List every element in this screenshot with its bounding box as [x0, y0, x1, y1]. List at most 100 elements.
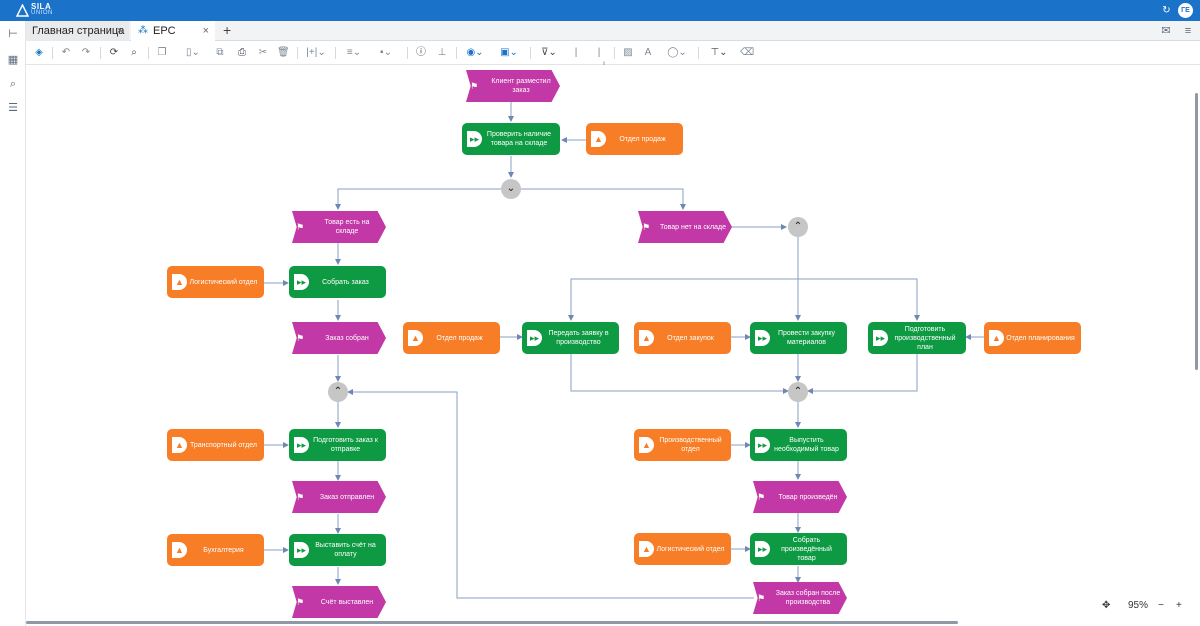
align-icon[interactable]: ≡⌄ [346, 47, 362, 58]
format-painter-icon[interactable]: ⊤⌄ [710, 47, 728, 58]
logo-mark-icon [16, 4, 29, 17]
event-flag-icon: ⚑ [756, 593, 766, 603]
function-issue-invoice[interactable]: ▸▸ Выставить счёт на оплату [289, 534, 386, 566]
org-accounting[interactable]: ▲ Бухгалтерия [167, 534, 264, 566]
tab-epc[interactable]: ⁂ EPC × [131, 21, 215, 41]
function-production-plan[interactable]: ▸▸ Подготовить производственный план [868, 322, 966, 354]
org-sales-dept-2[interactable]: ▲ Отдел продаж [403, 322, 500, 354]
org-purchasing-dept[interactable]: ▲ Отдел закупок [634, 322, 731, 354]
user-avatar[interactable]: ГЕ [1178, 3, 1193, 18]
hierarchy-icon[interactable]: ⊢ [8, 28, 18, 40]
event-order-shipped[interactable]: ⚑ Заказ отправлен [292, 481, 386, 513]
event-collected-after-production[interactable]: ⚑ Заказ собран после производства [753, 582, 847, 614]
org-unit-icon: ▲ [591, 131, 606, 147]
function-collect-order[interactable]: ▸▸ Собрать заказ [289, 266, 386, 298]
settings-sliders-icon[interactable]: ≡ [1184, 25, 1192, 37]
event-client-ordered[interactable]: ⚑ Клиент разместил заказ [466, 70, 560, 102]
tab-bar: Главная страница × ⁂ EPC × + ✉ ≡ [26, 21, 1200, 41]
function-play-icon: ▸▸ [873, 330, 888, 346]
fit-view-icon[interactable]: ✥ [1102, 600, 1111, 611]
function-collect-produced[interactable]: ▸▸ Собрать произведённый товар [750, 533, 847, 565]
diagram-canvas[interactable]: ⚑ Клиент разместил заказ ▸▸ Проверить на… [26, 65, 1200, 626]
zoom-in-button[interactable]: + [1176, 600, 1182, 611]
undo-icon[interactable]: ↶ [61, 47, 71, 58]
connectors [264, 102, 984, 599]
sila-union-logo[interactable]: SILA UNION [16, 2, 76, 19]
event-order-collected[interactable]: ⚑ Заказ собран [292, 322, 386, 354]
org-planning-dept[interactable]: ▲ Отдел планирования [984, 322, 1081, 354]
and-join-gateway-left[interactable]: ⌃ [328, 382, 348, 402]
sync-icon[interactable]: ⟳ [109, 47, 119, 58]
org-unit-icon: ▲ [639, 437, 654, 453]
objects-icon[interactable]: ▦ [7, 54, 19, 66]
save-icon[interactable]: ◈ [35, 47, 43, 58]
copy-icon[interactable]: ❐ [157, 47, 167, 58]
event-in-stock[interactable]: ⚑ Товар есть на складе [292, 211, 386, 243]
xor-split-gateway[interactable]: ⌄ [501, 179, 521, 199]
event-flag-icon: ⚑ [295, 222, 305, 232]
zoom-search-icon[interactable]: ⌕ [131, 47, 137, 58]
tab-home[interactable]: Главная страница × [26, 21, 129, 41]
org-logistics-dept[interactable]: ▲ Логистический отдел [167, 266, 264, 298]
align-left-icon[interactable]: |← [571, 47, 581, 72]
org-unit-icon: ▲ [989, 330, 1004, 346]
paste-icon[interactable]: ▯⌄ [186, 47, 200, 58]
org-production-dept[interactable]: ▲ Производственный отдел [634, 429, 731, 461]
event-flag-icon: ⚑ [295, 492, 305, 502]
org-unit-icon: ▲ [408, 330, 423, 346]
org-unit-icon: ▲ [172, 542, 187, 558]
function-play-icon: ▸▸ [755, 437, 770, 453]
search-icon[interactable]: ⌕ [9, 78, 17, 90]
close-icon[interactable]: × [116, 25, 123, 37]
toolbar: ◈ ↶ ↷ ⟳ ⌕ ❐ ▯⌄ ⧉ ⎙ ✂ 🗑 |+|⌄ ≡⌄ ▪⌄ ⓘ ⊥ ◉⌄… [26, 41, 1200, 72]
function-play-icon: ▸▸ [294, 437, 309, 453]
function-play-icon: ▸▸ [527, 330, 542, 346]
info-icon[interactable]: ⓘ [416, 47, 426, 58]
delete-icon[interactable]: 🗑 [277, 47, 290, 58]
function-play-icon: ▸▸ [294, 542, 309, 558]
eraser-icon[interactable]: ⌫ [740, 47, 755, 58]
arrange-icon[interactable]: ▪⌄ [380, 47, 392, 58]
zoom-out-button[interactable]: − [1158, 600, 1164, 611]
distribute-icon[interactable]: |+|⌄ [306, 47, 326, 58]
event-goods-produced[interactable]: ⚑ Товар произведён [753, 481, 847, 513]
zoom-controls: ✥ 95% − + [1096, 595, 1192, 617]
close-icon[interactable]: × [202, 25, 209, 37]
event-out-of-stock[interactable]: ⚑ Товар нет на складе [638, 211, 732, 243]
function-purchase-materials[interactable]: ▸▸ Провести закупку материалов [750, 322, 847, 354]
tree-icon[interactable]: ⊥ [437, 47, 447, 58]
function-prepare-shipment[interactable]: ▸▸ Подготовить заказ к отправке [289, 429, 386, 461]
filter-settings-icon[interactable]: ☰ [8, 102, 18, 114]
logo-subtext: UNION [31, 10, 53, 16]
print-icon[interactable]: ⎙ [238, 47, 246, 58]
function-pass-to-production[interactable]: ▸▸ Передать заявку в производство [522, 322, 619, 354]
and-join-gateway-right[interactable]: ⌃ [788, 382, 808, 402]
and-split-gateway[interactable]: ⌃ [788, 217, 808, 237]
event-flag-icon: ⚑ [756, 492, 766, 502]
export-icon[interactable]: ▣⌄ [500, 47, 518, 58]
add-tab-icon[interactable]: + [223, 22, 232, 38]
text-box-icon[interactable]: A [644, 47, 652, 58]
redo-icon[interactable]: ↷ [81, 47, 91, 58]
vertical-scrollbar[interactable] [1195, 93, 1198, 370]
filter-icon[interactable]: ⊽⌄ [541, 47, 557, 58]
org-unit-icon: ▲ [639, 541, 654, 557]
duplicate-icon[interactable]: ⧉ [216, 47, 224, 58]
org-logistics-dept-2[interactable]: ▲ Логистический отдел [634, 533, 731, 565]
refresh-icon[interactable]: ↻ [1162, 5, 1171, 16]
org-sales-dept[interactable]: ▲ Отдел продаж [586, 123, 683, 155]
comments-icon[interactable]: ✉ [1161, 25, 1171, 37]
tab-home-label: Главная страница [32, 25, 125, 37]
function-check-stock[interactable]: ▸▸ Проверить наличие товара на складе [462, 123, 560, 155]
function-produce-goods[interactable]: ▸▸ Выпустить необходимый товар [750, 429, 847, 461]
comment-icon[interactable]: ◯⌄ [667, 47, 687, 58]
layout-icon[interactable]: ◉⌄ [466, 47, 484, 58]
horizontal-scrollbar[interactable] [26, 621, 958, 624]
zoom-level: 95% [1128, 600, 1149, 611]
event-invoice-issued[interactable]: ⚑ Счёт выставлен [292, 586, 386, 618]
left-rail: ⊢ ▦ ⌕ ☰ [0, 21, 26, 626]
org-transport-dept[interactable]: ▲ Транспортный отдел [167, 429, 264, 461]
cut-icon[interactable]: ✂ [258, 47, 268, 58]
expand-icon[interactable]: |↔| [593, 47, 606, 72]
image-icon[interactable]: ▨ [623, 47, 633, 58]
